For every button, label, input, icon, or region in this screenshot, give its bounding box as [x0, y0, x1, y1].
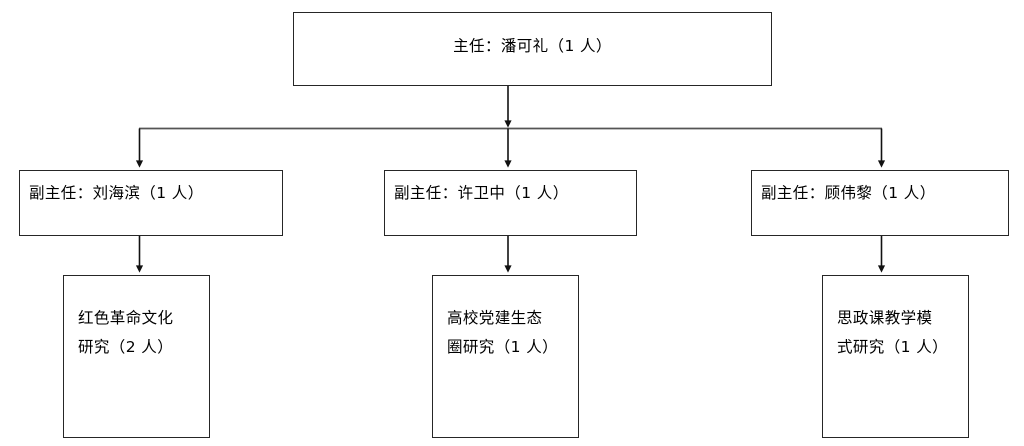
node-deputy-xu[interactable]: 副主任：许卫中（1 人）: [384, 170, 637, 236]
node-deputy-liu-label: 副主任：刘海滨（1 人）: [29, 184, 204, 202]
node-deputy-xu-label: 副主任：许卫中（1 人）: [394, 184, 569, 202]
node-deputy-gu[interactable]: 副主任：顾伟黎（1 人）: [751, 170, 1009, 236]
node-deputy-gu-label: 副主任：顾伟黎（1 人）: [761, 184, 936, 202]
node-group-party-ecology-label: 高校党建生态 圈研究（1 人）: [447, 309, 558, 356]
node-group-red-culture-label: 红色革命文化 研究（2 人）: [78, 309, 174, 356]
node-group-party-ecology[interactable]: 高校党建生态 圈研究（1 人）: [432, 275, 579, 438]
node-group-red-culture[interactable]: 红色革命文化 研究（2 人）: [63, 275, 210, 438]
node-deputy-liu[interactable]: 副主任：刘海滨（1 人）: [19, 170, 283, 236]
node-director-label: 主任：潘可礼（1 人）: [453, 37, 612, 55]
node-group-ideology-teaching-label: 思政课教学模 式研究（1 人）: [837, 309, 948, 356]
node-group-ideology-teaching[interactable]: 思政课教学模 式研究（1 人）: [822, 275, 969, 438]
node-director[interactable]: 主任：潘可礼（1 人）: [293, 12, 772, 86]
